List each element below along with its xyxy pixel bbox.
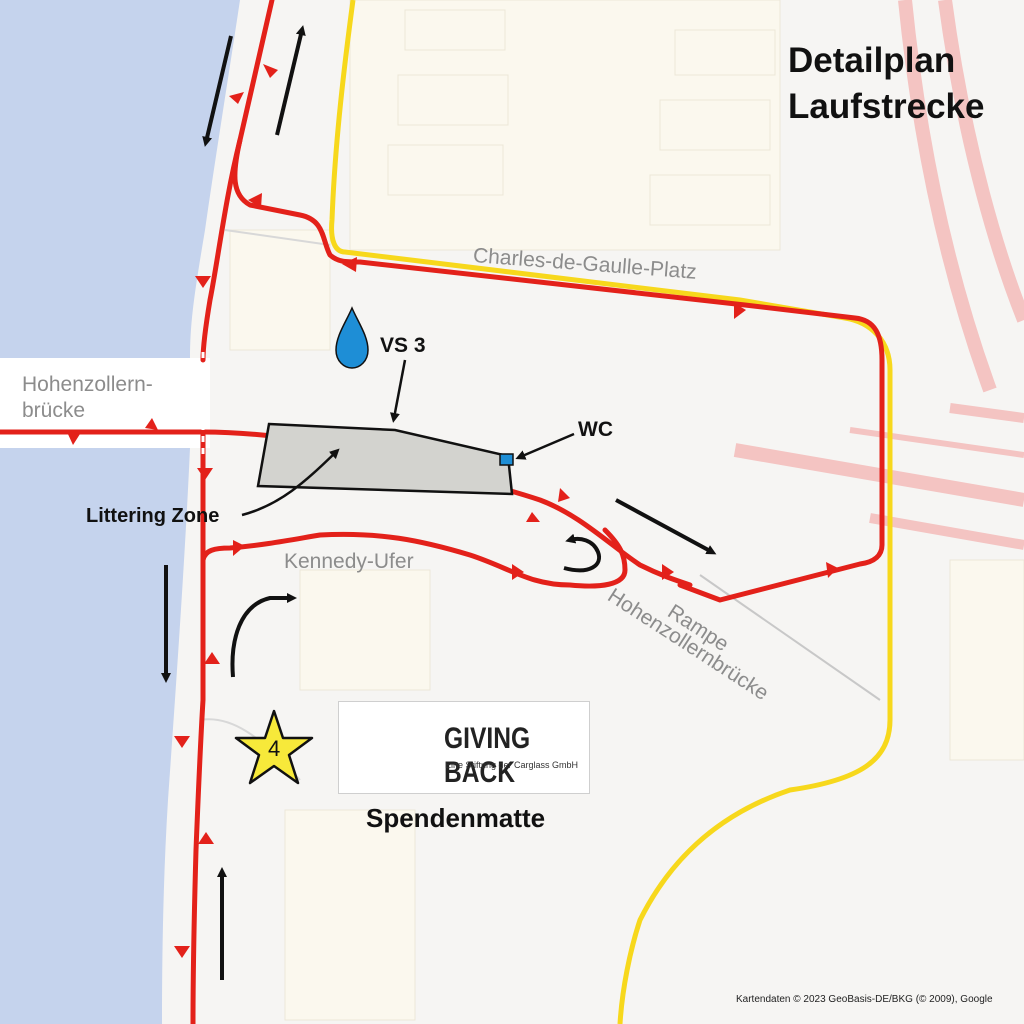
giving-back-title: GIVING BACK xyxy=(444,722,531,789)
map-title: Detailplan Laufstrecke xyxy=(788,38,984,130)
label-pointers xyxy=(241,359,575,517)
spendenmatte-label: Spendenmatte xyxy=(366,803,546,833)
water-drop-icon xyxy=(335,306,369,369)
water-station-label: VS 3 xyxy=(380,334,426,357)
giving-back-tagline: Eine Stiftung der Carglass GmbH xyxy=(445,760,579,770)
hohenzollern-line-1: Hohenzollern- xyxy=(22,373,153,396)
rhine-water-south xyxy=(0,448,190,1024)
street-label-hohenzollernbruecke: Hohenzollern- brücke xyxy=(22,372,153,424)
giving-back-logo-box: GIVING BACK Eine Stiftung der Carglass G… xyxy=(338,701,590,794)
wc-label: WC xyxy=(578,418,613,441)
black-direction-arrows xyxy=(161,25,717,980)
side-road xyxy=(224,229,331,246)
rhine-water xyxy=(0,0,240,358)
background-buildings xyxy=(229,0,1024,1021)
littering-zone-area xyxy=(256,422,514,496)
title-line-2: Laufstrecke xyxy=(788,87,985,126)
littering-zone-label: Littering Zone xyxy=(86,505,220,527)
wc-marker xyxy=(499,453,514,466)
route-direction-triangles xyxy=(67,64,838,958)
title-line-1: Detailplan xyxy=(788,41,956,80)
hohenzollern-line-2: brücke xyxy=(22,399,86,422)
map-attribution: Kartendaten © 2023 GeoBasis-DE/BKG (© 20… xyxy=(736,994,993,1005)
donation-station-number: 4 xyxy=(268,736,281,761)
street-label-kennedy-ufer: Kennedy-Ufer xyxy=(284,550,414,573)
yellow-route xyxy=(329,0,893,1024)
donation-star-icon xyxy=(234,709,314,785)
